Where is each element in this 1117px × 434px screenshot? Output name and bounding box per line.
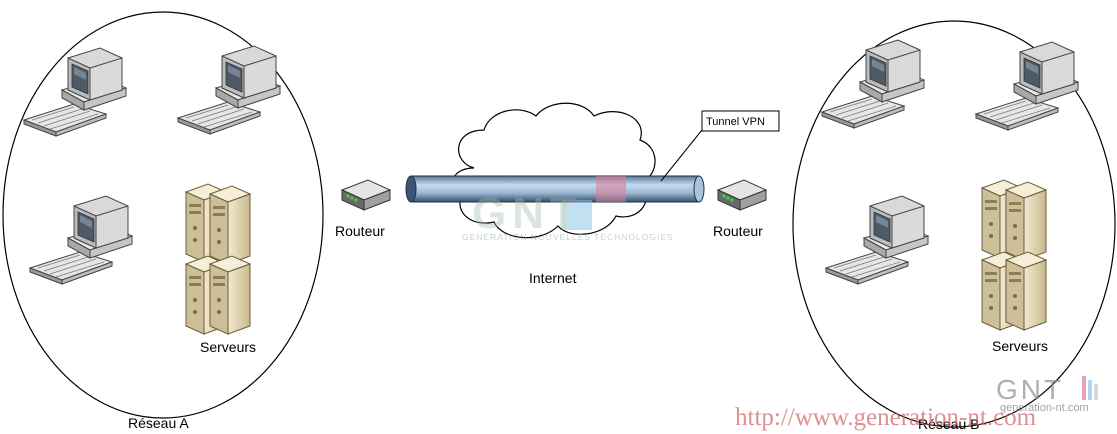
- gnt-watermark-tagline: GENERATION NOUVELLES TECHNOLOGIES: [462, 232, 674, 242]
- servers-b-label: Serveurs: [992, 338, 1048, 354]
- corner-logo-text: GNT: [996, 374, 1064, 405]
- network-b-boundary: [792, 20, 1116, 428]
- router-icon: [341, 179, 391, 211]
- corner-site-text: generation-nt.com: [1000, 402, 1089, 414]
- gnt-watermark-logo: GNT: [472, 189, 583, 238]
- corner-gnt-logo: GNT generation-nt.com: [996, 374, 1098, 414]
- gnt-watermark: GNT GENERATION NOUVELLES TECHNOLOGIES: [462, 176, 674, 242]
- servers-a-label: Serveurs: [200, 339, 256, 355]
- network-b-label: Réseau B: [918, 416, 979, 432]
- network-a-label: Réseau A: [128, 415, 189, 431]
- tunnel-callout-line: [660, 129, 703, 182]
- router-left-label: Routeur: [335, 223, 385, 239]
- computer-icon: [23, 47, 127, 137]
- computer-icon: [177, 45, 281, 135]
- server-rack-icon: [185, 183, 251, 335]
- computer-icon: [29, 195, 133, 285]
- computer-icon: [825, 195, 929, 285]
- server-rack-icon: [981, 179, 1047, 331]
- tunnel-callout-box: [701, 110, 780, 132]
- url-watermark: http://www.generation-nt.com: [735, 404, 1037, 431]
- internet-label: Internet: [529, 270, 577, 286]
- vpn-tunnel-pipe: [405, 175, 705, 203]
- network-a-boundary: [2, 11, 324, 419]
- router-right-label: Routeur: [713, 223, 763, 239]
- router-icon: [717, 179, 767, 211]
- computer-icon: [975, 41, 1079, 131]
- tunnel-label: Tunnel VPN: [706, 116, 765, 128]
